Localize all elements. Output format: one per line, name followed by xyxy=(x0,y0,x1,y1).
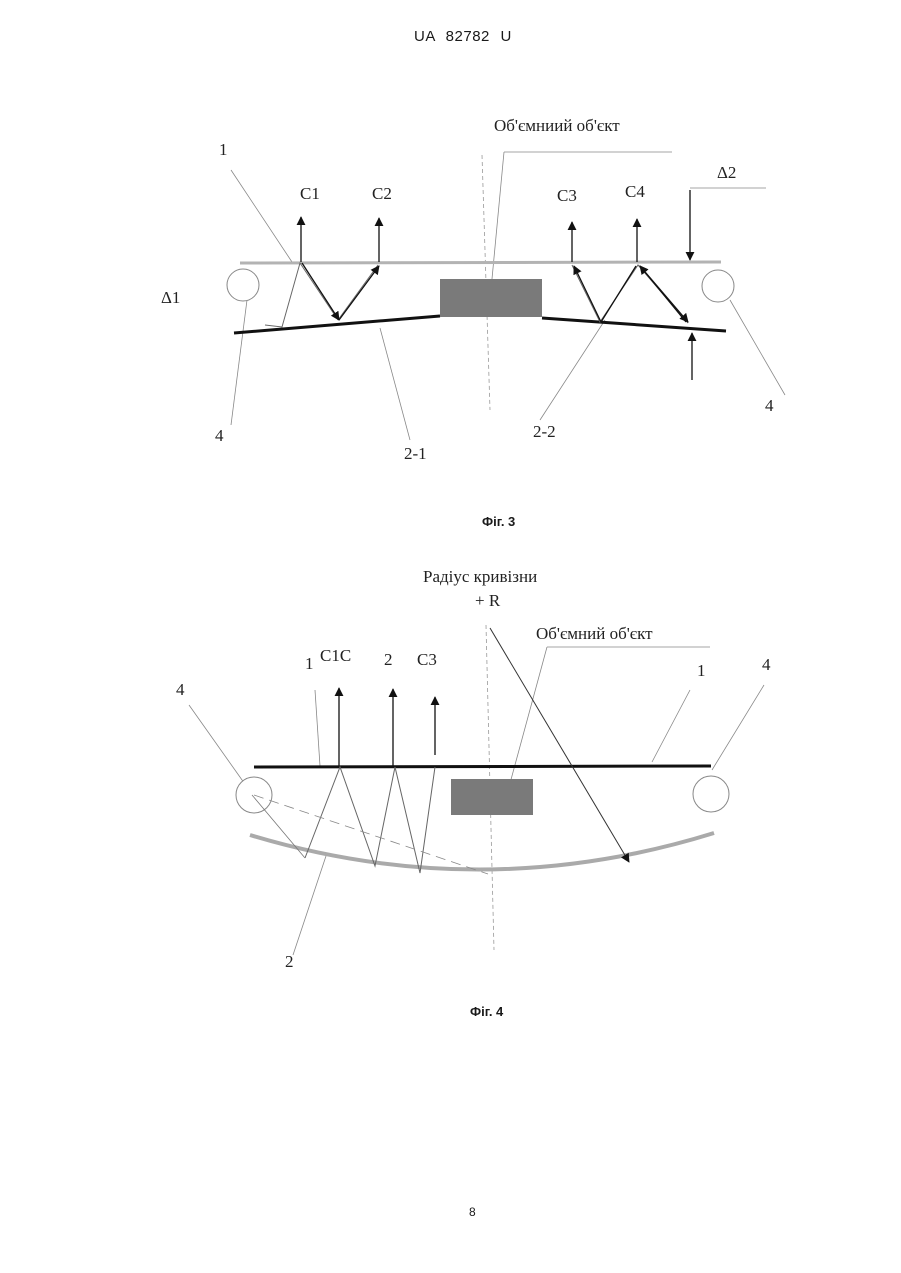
volumetric-object-f4 xyxy=(451,779,533,815)
leader-4-left-f4 xyxy=(189,705,247,787)
fig4-label-c1c: C1C xyxy=(320,646,351,666)
fig4-label-4-left: 4 xyxy=(176,680,185,700)
fig4-radius-label: Радіус кривізни xyxy=(423,567,537,587)
fig4-label-1-right: 1 xyxy=(697,661,706,681)
roller-right-f4 xyxy=(693,776,729,812)
page-number: 8 xyxy=(469,1205,476,1219)
fig4-label-1-left: 1 xyxy=(305,654,314,674)
radius-arrow xyxy=(490,628,629,862)
leader-1-left-f4 xyxy=(315,690,320,766)
fig4-label-2-bottom: 2 xyxy=(285,952,294,972)
fig4-label-4-right: 4 xyxy=(762,655,771,675)
fig4-label-c3: C3 xyxy=(417,650,437,670)
fig4-caption: Фіг. 4 xyxy=(470,1004,503,1019)
sheet-1-f4 xyxy=(254,766,711,767)
leader-1-right-f4 xyxy=(652,690,690,762)
zigzag-ray xyxy=(305,767,435,873)
fig4-object-label: Об'ємний об'єкт xyxy=(536,624,653,644)
leader-4-right-f4 xyxy=(712,685,764,770)
leader-2-bottom xyxy=(293,856,326,955)
fig4-label-2-top: 2 xyxy=(384,650,393,670)
curved-reflector-2 xyxy=(250,833,714,870)
leader-object-f4 xyxy=(506,647,547,798)
fig4-radius-value: + R xyxy=(475,591,500,611)
ray-from-roller xyxy=(252,795,305,858)
